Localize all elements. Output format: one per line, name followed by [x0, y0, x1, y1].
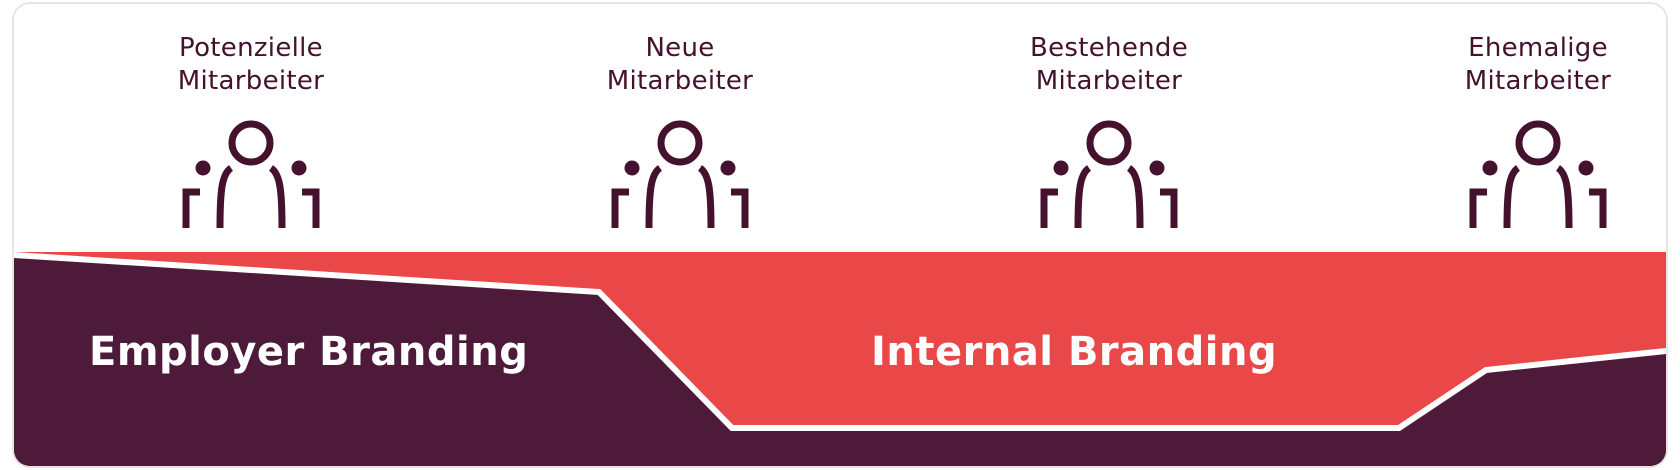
- employer-branding-label: Employer Branding: [89, 329, 529, 375]
- group-label-line1: Neue: [645, 33, 715, 63]
- employer-branding-band: [14, 255, 1666, 466]
- diagram-frame: Potenzielle Mitarbeiter Neue Mitarbeiter: [12, 2, 1668, 468]
- people-group-icon: [1469, 120, 1607, 229]
- people-group-icon: [611, 120, 749, 229]
- internal-branding-label: Internal Branding: [871, 329, 1278, 375]
- group-potential-employees: Potenzielle Mitarbeiter: [91, 32, 411, 230]
- group-new-employees: Neue Mitarbeiter: [520, 32, 840, 230]
- group-label-line2: Mitarbeiter: [1464, 66, 1612, 96]
- branding-bands: [14, 252, 1666, 466]
- group-label-line2: Mitarbeiter: [606, 66, 754, 96]
- group-existing-employees: Bestehende Mitarbeiter: [949, 32, 1269, 230]
- band-separator-line: [14, 252, 1666, 431]
- people-group-icon: [1040, 120, 1178, 229]
- group-label-line2: Mitarbeiter: [177, 66, 325, 96]
- group-label-line1: Potenzielle: [179, 33, 323, 63]
- group-former-employees: Ehemalige Mitarbeiter: [1378, 32, 1666, 230]
- group-label-line2: Mitarbeiter: [1035, 66, 1183, 96]
- group-label-line1: Ehemalige: [1468, 33, 1608, 63]
- group-label-line1: Bestehende: [1029, 33, 1189, 63]
- people-group-icon: [182, 120, 320, 229]
